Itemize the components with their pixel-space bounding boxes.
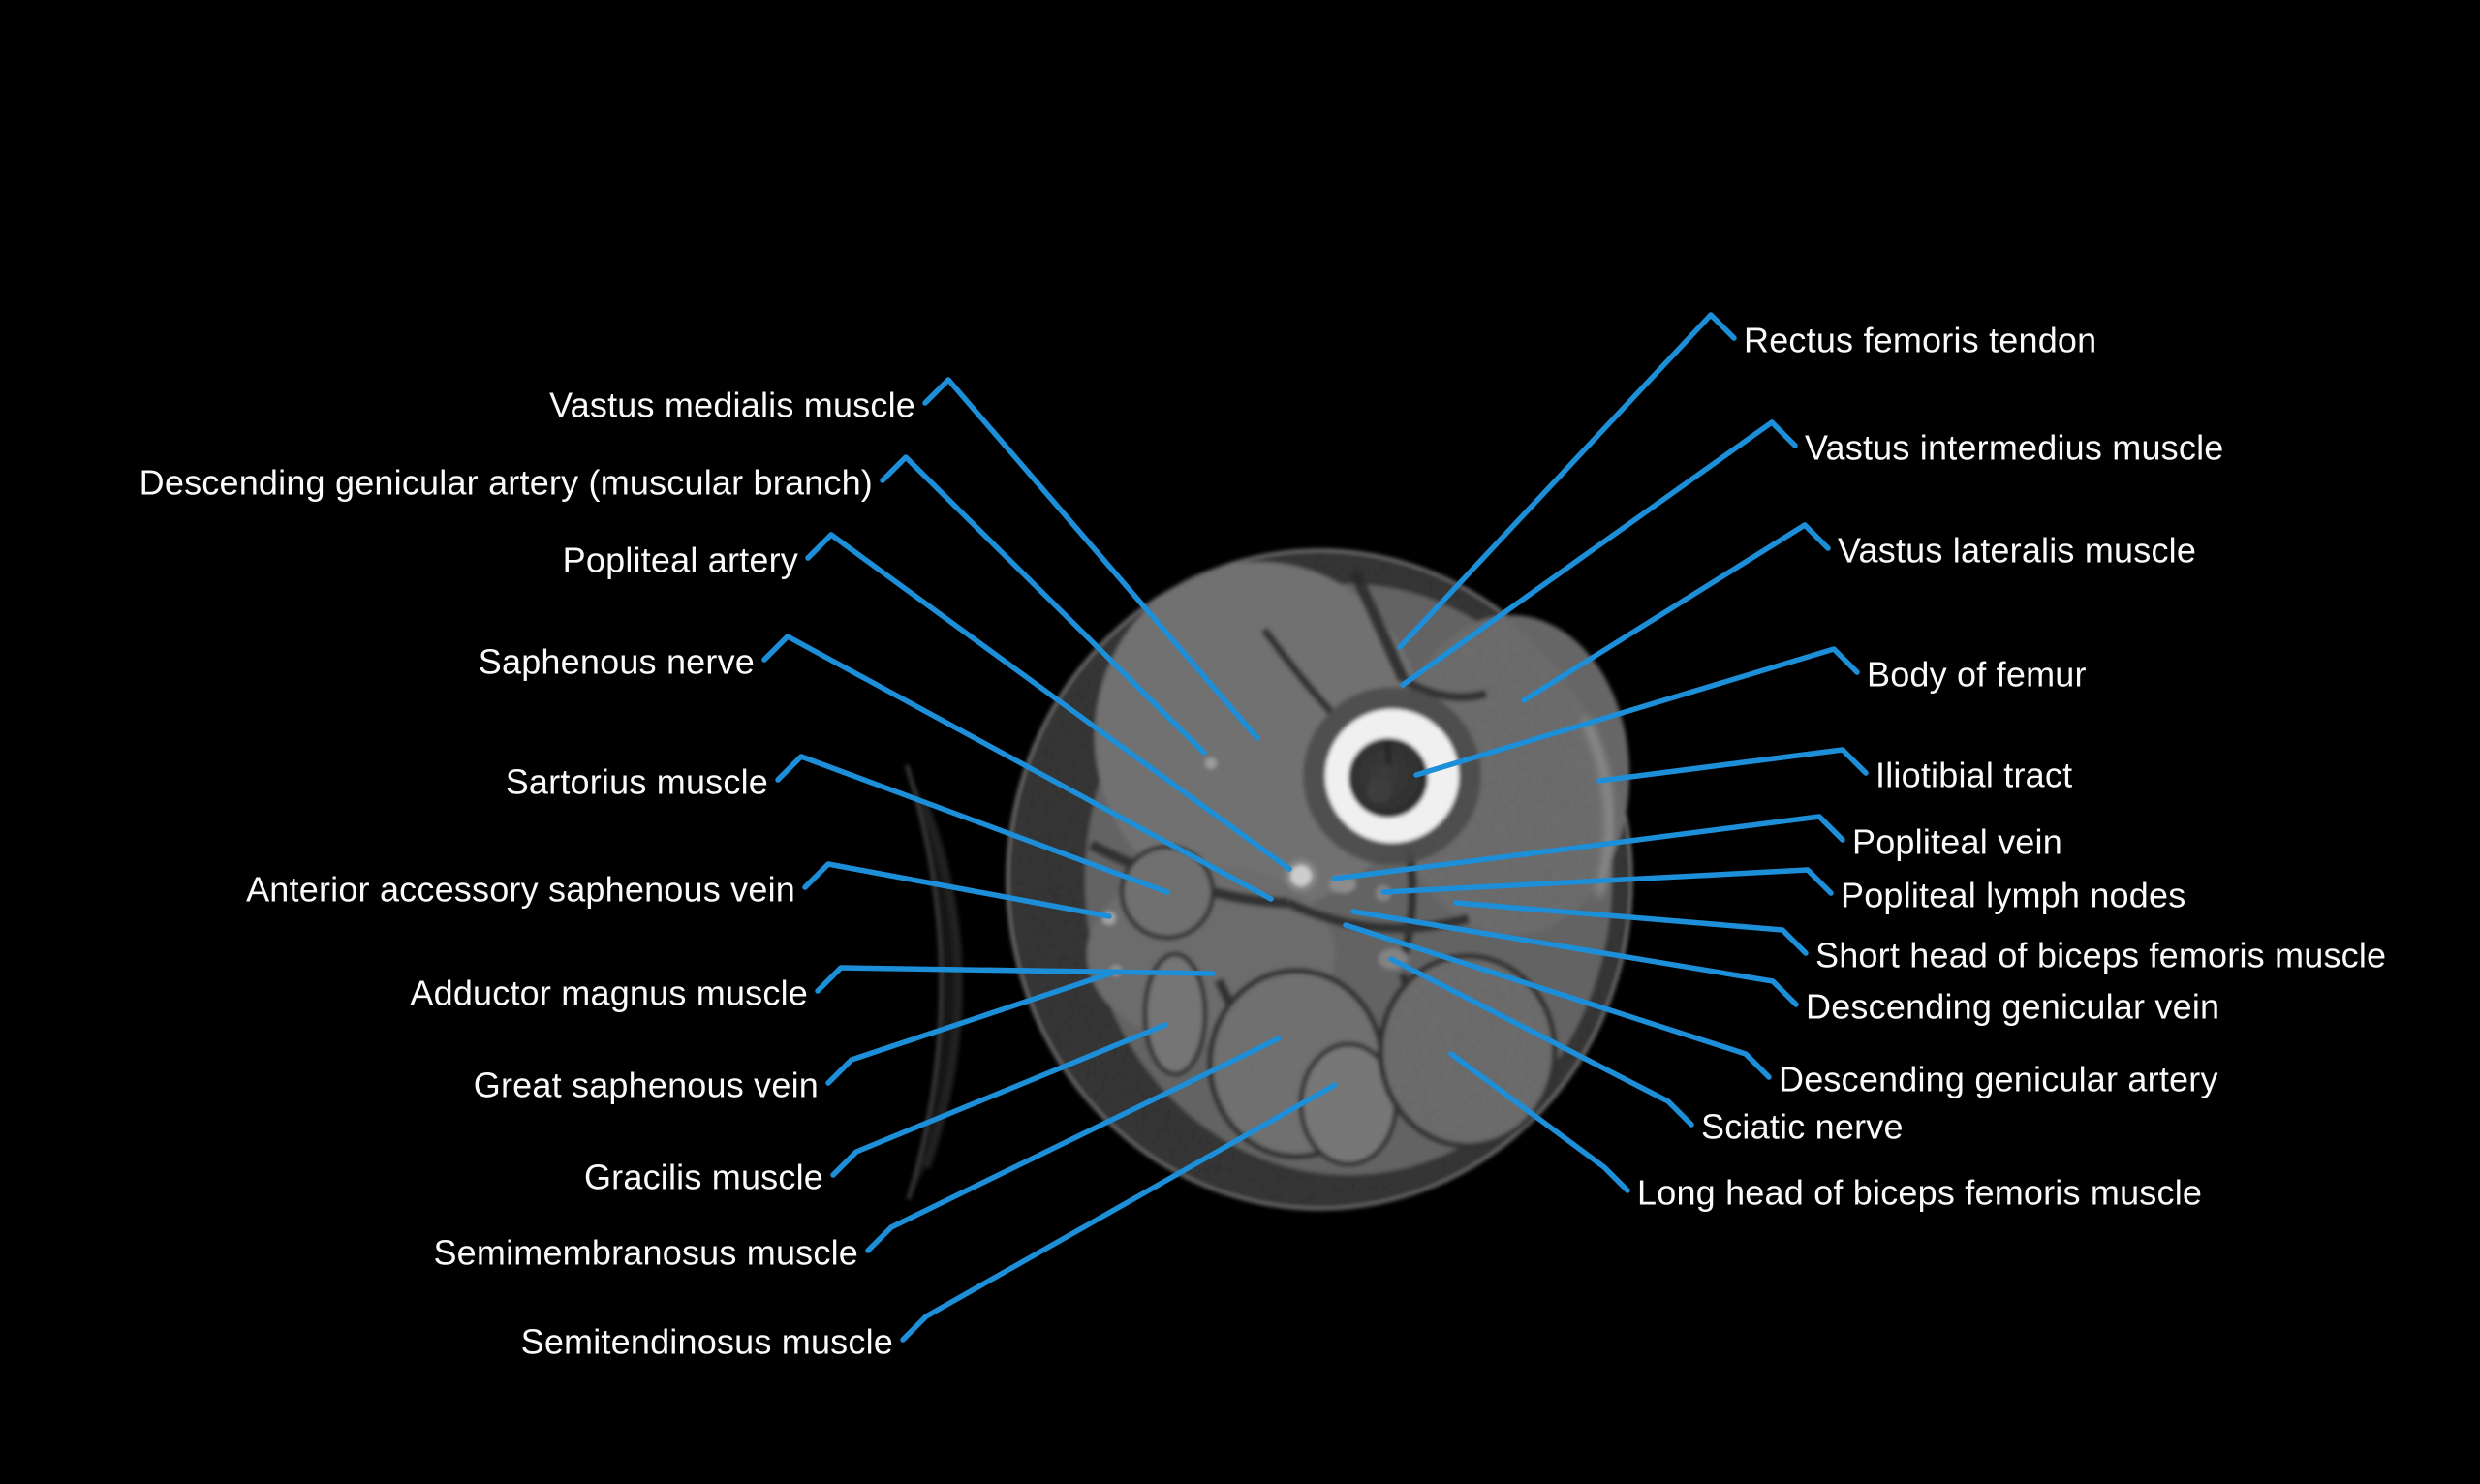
leader-line-sartorius-muscle (775, 754, 1170, 895)
leader-line-popliteal-vein (1331, 814, 1845, 881)
leader-line-descending-genicular-artery-muscular-branch (880, 454, 1207, 756)
leader-line-sciatic-nerve (1388, 956, 1694, 1128)
leader-lines-layer (761, 312, 1869, 1343)
leader-line-descending-genicular-vein (1350, 909, 1799, 1007)
leader-line-rectus-femoris-tendon (1397, 312, 1737, 650)
leader-line-iliotibial-tract (1596, 747, 1869, 784)
leader-line-adductor-magnus-muscle (815, 965, 1216, 994)
leader-line-semitendinosus-muscle (900, 1082, 1338, 1343)
leader-line-descending-genicular-artery (1343, 922, 1772, 1080)
leader-line-semimembranosus-muscle (865, 1036, 1282, 1253)
leader-line-body-of-femur (1413, 646, 1860, 778)
leader-line-vastus-lateralis-muscle (1521, 522, 1831, 703)
leader-line-saphenous-nerve (761, 634, 1274, 902)
leader-line-vastus-medialis-muscle (922, 377, 1260, 741)
leader-line-short-head-of-biceps-femoris-muscle (1453, 900, 1809, 956)
leader-line-popliteal-lymph-nodes (1380, 867, 1834, 896)
leader-line-long-head-of-biceps-femoris-muscle (1448, 1051, 1630, 1193)
leader-line-popliteal-artery (805, 532, 1292, 872)
leader-line-great-saphenous-vein (825, 969, 1119, 1086)
leader-line-gracilis-muscle (830, 1022, 1168, 1178)
leader-line-vastus-intermedius-muscle (1400, 419, 1798, 688)
leader-line-anterior-accessory-saphenous-vein (802, 861, 1112, 919)
